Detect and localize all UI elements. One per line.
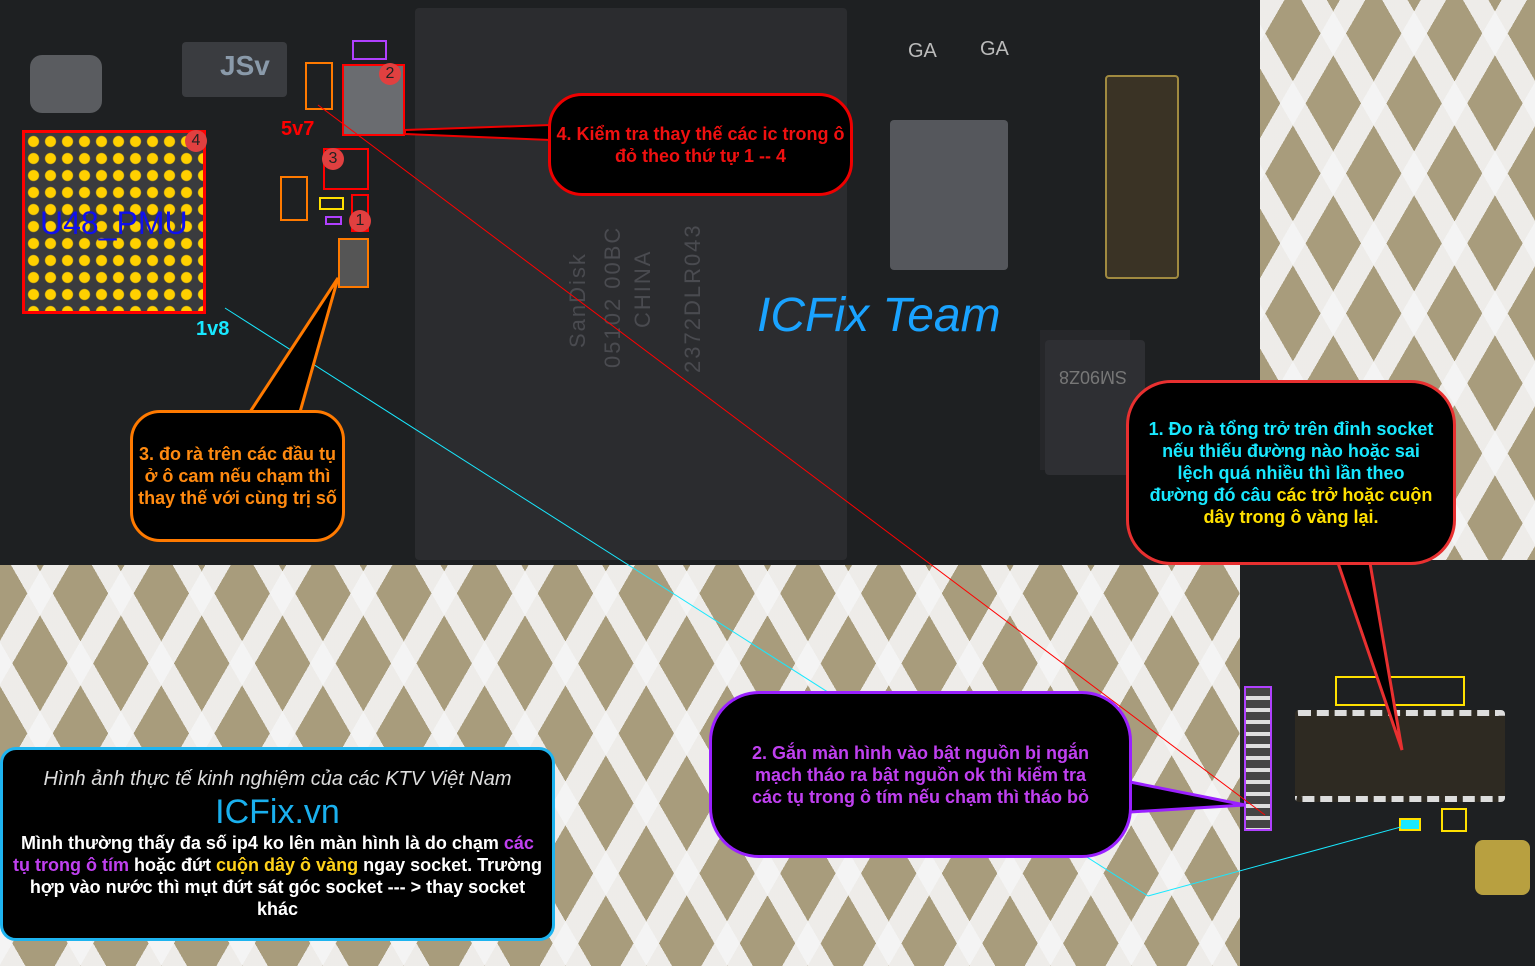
callout-step-2: 2. Gắn màn hình vào bật nguồn bị ngắn mạ… (709, 691, 1132, 858)
purple-box (352, 40, 387, 60)
yellow-coil-box (1399, 818, 1421, 831)
step1-end: lại. (1348, 506, 1379, 527)
step-marker-3: 3 (322, 148, 344, 170)
info-body: Mình thường thấy đa số ip4 ko lên màn hì… (3, 832, 552, 920)
purple-box (325, 216, 342, 225)
info-subtitle: Hình ảnh thực tế kinh nghiệm của các KTV… (43, 768, 512, 790)
yellow-coil-box (1335, 676, 1465, 706)
purple-capacitor-box (1244, 686, 1272, 831)
orange-box (338, 238, 369, 288)
inductor-label: JSv (220, 50, 270, 81)
red-box-3 (323, 148, 369, 190)
yellow-coil-box (1441, 808, 1467, 832)
ga-mark: GA (980, 38, 1009, 60)
voltage-5v7: 5v7 (281, 118, 315, 140)
body-yellow: cuộn dây ô vàng (216, 855, 359, 875)
step-marker-1: 1 (349, 210, 371, 232)
inductor (30, 55, 102, 113)
voltage-1v8: 1v8 (196, 318, 230, 340)
callout-3-pointer (247, 277, 340, 414)
callout-step-3: 3. đo rà trên các đầu tụ ở ô cam nếu chạ… (130, 410, 345, 542)
watermark: ICFix Team (757, 289, 1001, 342)
pmu-red-box (22, 130, 206, 314)
coax-connector (1475, 840, 1530, 895)
body-text: Mình thường thấy đa số ip4 ko lên màn hì… (21, 833, 504, 853)
red-box-2 (342, 64, 405, 136)
ga-mark: GA (908, 40, 937, 62)
step1-text: 1. Đo rà tổng trở trên đỉnh socket nếu t… (1148, 418, 1434, 505)
callout-step-4: 4. Kiểm tra thay thế các ic trong ô đỏ t… (548, 93, 853, 196)
callout-step-1: 1. Đo rà tổng trở trên đỉnh socket nếu t… (1126, 380, 1456, 565)
board-connector (1105, 75, 1179, 279)
step-marker-4: 4 (185, 130, 207, 152)
inductor-jsv: JSv (182, 42, 287, 97)
display-socket (1295, 710, 1505, 802)
info-box: Hình ảnh thực tế kinh nghiệm của các KTV… (0, 747, 555, 941)
yellow-box (319, 197, 344, 210)
step-marker-2: 2 (379, 63, 401, 85)
callout-1-pointer (1335, 561, 1404, 751)
body-text: hoặc đứt (129, 855, 217, 875)
red-trace-line (317, 104, 1266, 816)
body-purple: các tụ trong ô tím (13, 833, 534, 875)
callout-4-pointer (404, 123, 551, 142)
apple-chip (890, 120, 1008, 270)
body-text: ngay socket. Trường hợp vào nước thì mụt… (29, 855, 542, 919)
orange-box (280, 176, 308, 221)
pmu-label: U48_PMU (40, 205, 188, 241)
step1-highlight: các trở hoặc cuộn dây trong ô vàng (1203, 484, 1433, 527)
cyan-trace-line (1147, 824, 1409, 897)
orange-box (305, 62, 333, 110)
info-brand: ICFix.vn (215, 793, 340, 831)
